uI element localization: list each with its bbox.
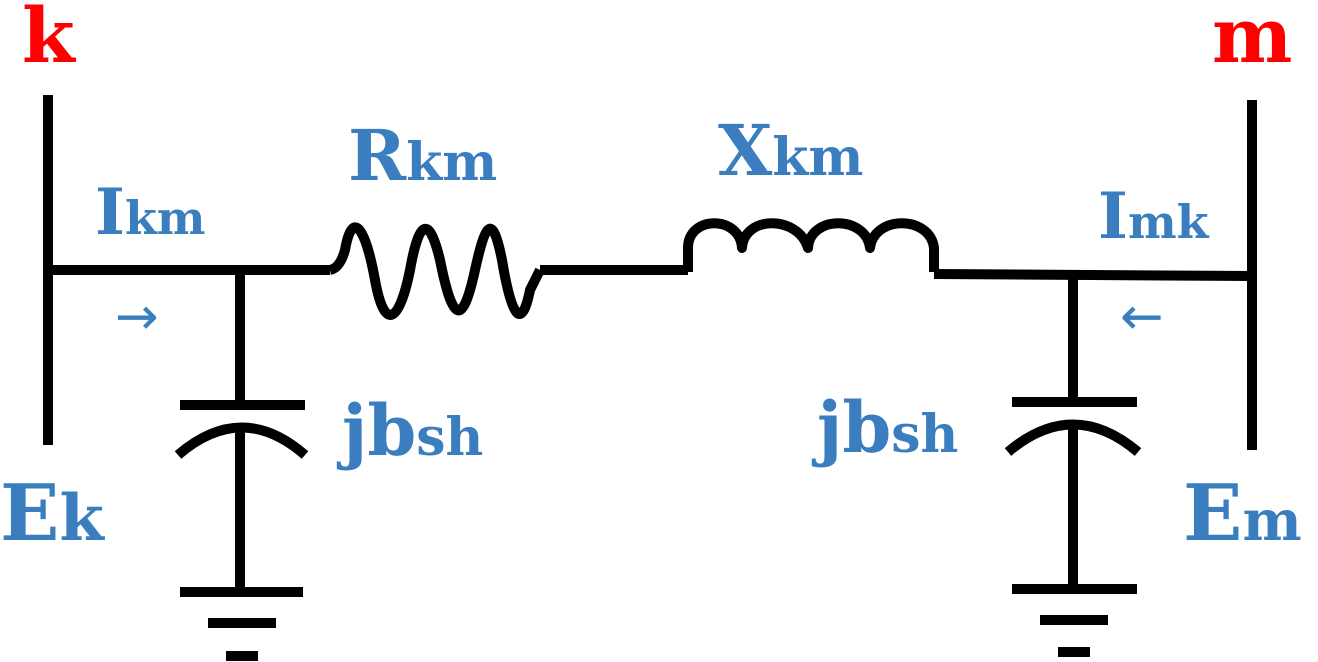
shunt-right-label: jbsh <box>811 386 958 469</box>
current-ikm-arrow-icon: → <box>115 287 159 347</box>
reactance-label: Xkm <box>718 109 863 192</box>
inductor-symbol <box>683 218 939 272</box>
voltage-em-label: Em <box>1183 468 1302 559</box>
bus-k-label: k <box>22 0 76 80</box>
shunt-left-label: jbsh <box>336 389 483 472</box>
voltage-ek-label: Ek <box>0 468 105 559</box>
resistor-symbol <box>328 222 545 320</box>
current-ikm-label: Ikm <box>95 175 205 250</box>
bus-m-label: m <box>1212 0 1292 80</box>
current-imk-arrow-icon: ← <box>1120 287 1164 347</box>
shunt-right-capacitor-curve <box>1004 419 1142 456</box>
resistance-label: Rkm <box>348 114 497 197</box>
wire-inductor-to-bus-m <box>933 269 1253 281</box>
shunt-left-capacitor-curve <box>174 422 309 459</box>
current-imk-label: Imk <box>1098 179 1210 254</box>
